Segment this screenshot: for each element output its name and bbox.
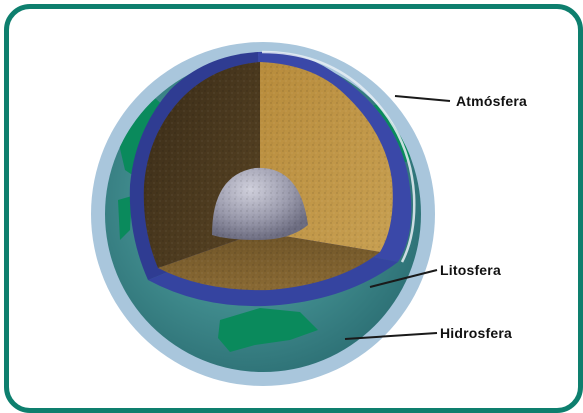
hydrosphere-label: Hidrosfera (440, 325, 512, 341)
atmosphere-leader-line (395, 96, 450, 101)
lithosphere-label: Litosfera (440, 262, 501, 278)
atmosphere-label: Atmósfera (456, 93, 527, 109)
